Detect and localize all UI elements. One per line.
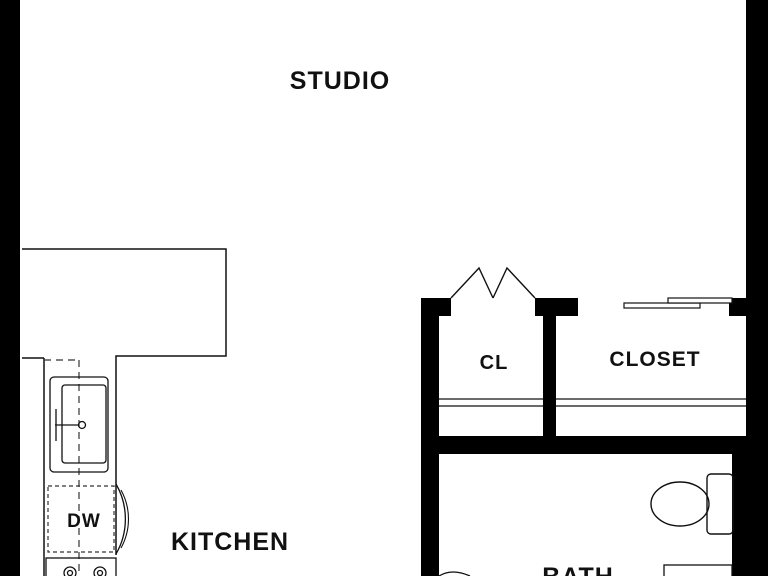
- vanity: [438, 564, 733, 576]
- bath-label: BATH: [542, 563, 614, 576]
- left-exterior-wall: [0, 0, 20, 576]
- studio-label: STUDIO: [290, 67, 390, 95]
- sliding-door-icon: [623, 297, 733, 309]
- closet-walls: [421, 298, 749, 576]
- bifold-door-icon: [450, 266, 536, 299]
- sink-icon: [49, 376, 109, 473]
- closet-shelf: [439, 398, 746, 407]
- closet-label: CLOSET: [609, 348, 700, 371]
- dishwasher: [47, 483, 130, 555]
- dishwasher-label: DW: [67, 511, 101, 532]
- kitchen-counter: [22, 248, 227, 576]
- toilet-icon: [650, 473, 734, 535]
- right-exterior-wall: [746, 0, 768, 576]
- kitchen-label: KITCHEN: [171, 528, 289, 556]
- range-burner-icon: [45, 557, 117, 576]
- closet-small-label: CL: [480, 352, 509, 374]
- swing-door-icon: [115, 483, 126, 555]
